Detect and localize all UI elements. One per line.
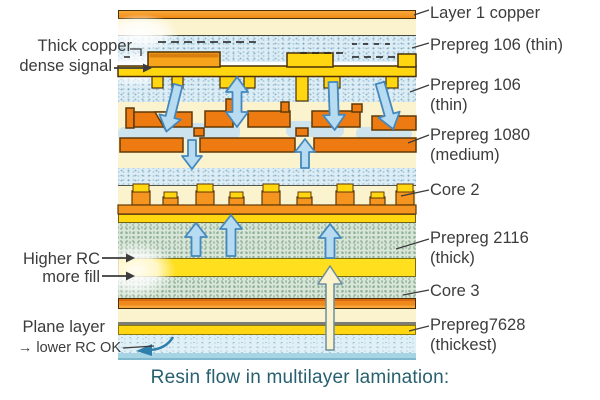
core3-copper-band	[118, 298, 416, 309]
label-text: Prepreg 2116	[430, 229, 529, 247]
double-arrow	[225, 76, 249, 128]
up-arrow	[184, 222, 208, 257]
label-higher-rc-text: Higher RC	[22, 250, 100, 268]
diagram-caption: Resin flow in multilayer lamination:	[150, 367, 450, 388]
label-lower-rc-text: → lower RC OK	[17, 340, 121, 356]
label-text2: (medium)	[430, 146, 500, 164]
long-resin-arrow	[317, 265, 343, 351]
divider-line	[118, 322, 416, 325]
label-prepreg-106b: Prepreg 106 (thin)	[430, 75, 521, 115]
core2-copper-bumps	[117, 183, 417, 215]
label-higher-rc: Higher RC	[0, 249, 100, 269]
label-pointer-arrows	[102, 63, 152, 281]
label-prepreg-2116: Prepreg 2116 (thick)	[430, 228, 529, 268]
down-arrow	[322, 80, 347, 131]
leader-lines	[122, 9, 430, 349]
label-text: Layer 1 copper	[430, 4, 541, 22]
label-text2: (thin)	[430, 96, 468, 114]
dry-glass-dashes	[124, 41, 398, 58]
label-thick-copper-line1: Thick copper	[37, 37, 132, 55]
label-prepreg-7628: Prepreg7628 (thickest)	[430, 315, 525, 355]
label-text: Prepreg 1080	[430, 126, 530, 144]
label-text2: (thick)	[430, 249, 475, 267]
resin-band-top	[118, 19, 416, 35]
label-text2: (thickest)	[430, 336, 497, 354]
edge-glow-top	[100, 14, 180, 52]
down-arrow-small	[181, 139, 203, 170]
label-text: Prepreg 106	[430, 76, 521, 94]
label-core3: Core 3	[430, 281, 480, 301]
label-text: Prepreg 106 (thin)	[430, 36, 563, 54]
up-arrow	[219, 214, 243, 257]
up-arrow-small	[294, 138, 316, 169]
bottom-blue-band	[118, 353, 416, 360]
inner-layer-traces	[119, 98, 417, 153]
label-prepreg-1080: Prepreg 1080 (medium)	[430, 125, 530, 165]
thin-glass-band	[118, 168, 416, 185]
label-dense-signal-line2: dense signal	[19, 57, 112, 75]
label-plane-layer-text: Plane layer	[22, 318, 105, 336]
up-arrow	[318, 223, 342, 259]
label-layer1-copper: Layer 1 copper	[430, 3, 540, 23]
label-core2: Core 2	[430, 180, 480, 200]
label-thick-copper: Thick copper	[4, 36, 132, 56]
lower-resin-band	[118, 309, 416, 322]
down-arrow	[374, 80, 401, 131]
prepreg-7628-band	[118, 335, 416, 353]
label-text: Core 3	[430, 282, 480, 300]
label-text: Prepreg7628	[430, 316, 526, 334]
label-plane-layer: Plane layer	[0, 317, 105, 337]
edge-glow-higher-rc	[96, 242, 176, 298]
label-lower-rc: → lower RC OK	[0, 338, 121, 358]
label-more-fill-text: more fill	[42, 268, 100, 286]
label-more-fill: more fill	[0, 267, 100, 287]
signal-layer-copper	[117, 51, 417, 102]
down-arrow	[158, 83, 184, 133]
resin-flow-arrows	[158, 76, 401, 259]
label-prepreg-106a: Prepreg 106 (thin)	[430, 35, 563, 55]
label-text: Core 2	[430, 181, 480, 199]
label-dense-signal: dense signal	[4, 56, 112, 76]
